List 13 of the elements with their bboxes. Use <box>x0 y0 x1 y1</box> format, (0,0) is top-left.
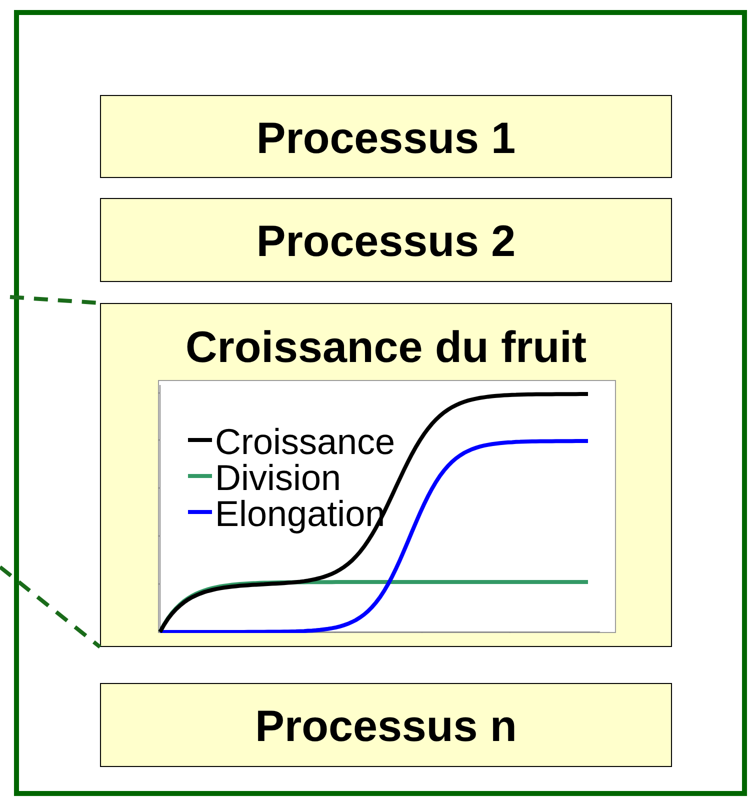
panel-box <box>100 303 672 647</box>
legend-label: Elongation <box>215 496 386 532</box>
panel-title: Croissance du fruit <box>184 326 588 370</box>
legend-label: Croissance <box>215 424 396 460</box>
process-box <box>100 95 672 178</box>
process-label: Processus 1 <box>255 117 517 161</box>
process-box <box>100 198 672 282</box>
process-label: Processus n <box>254 705 518 749</box>
process-label: Processus 2 <box>255 220 517 264</box>
process-box <box>100 683 672 767</box>
legend-label: Division <box>215 460 342 496</box>
frame-box <box>14 10 747 796</box>
dashed-zoom-line <box>0 565 102 649</box>
